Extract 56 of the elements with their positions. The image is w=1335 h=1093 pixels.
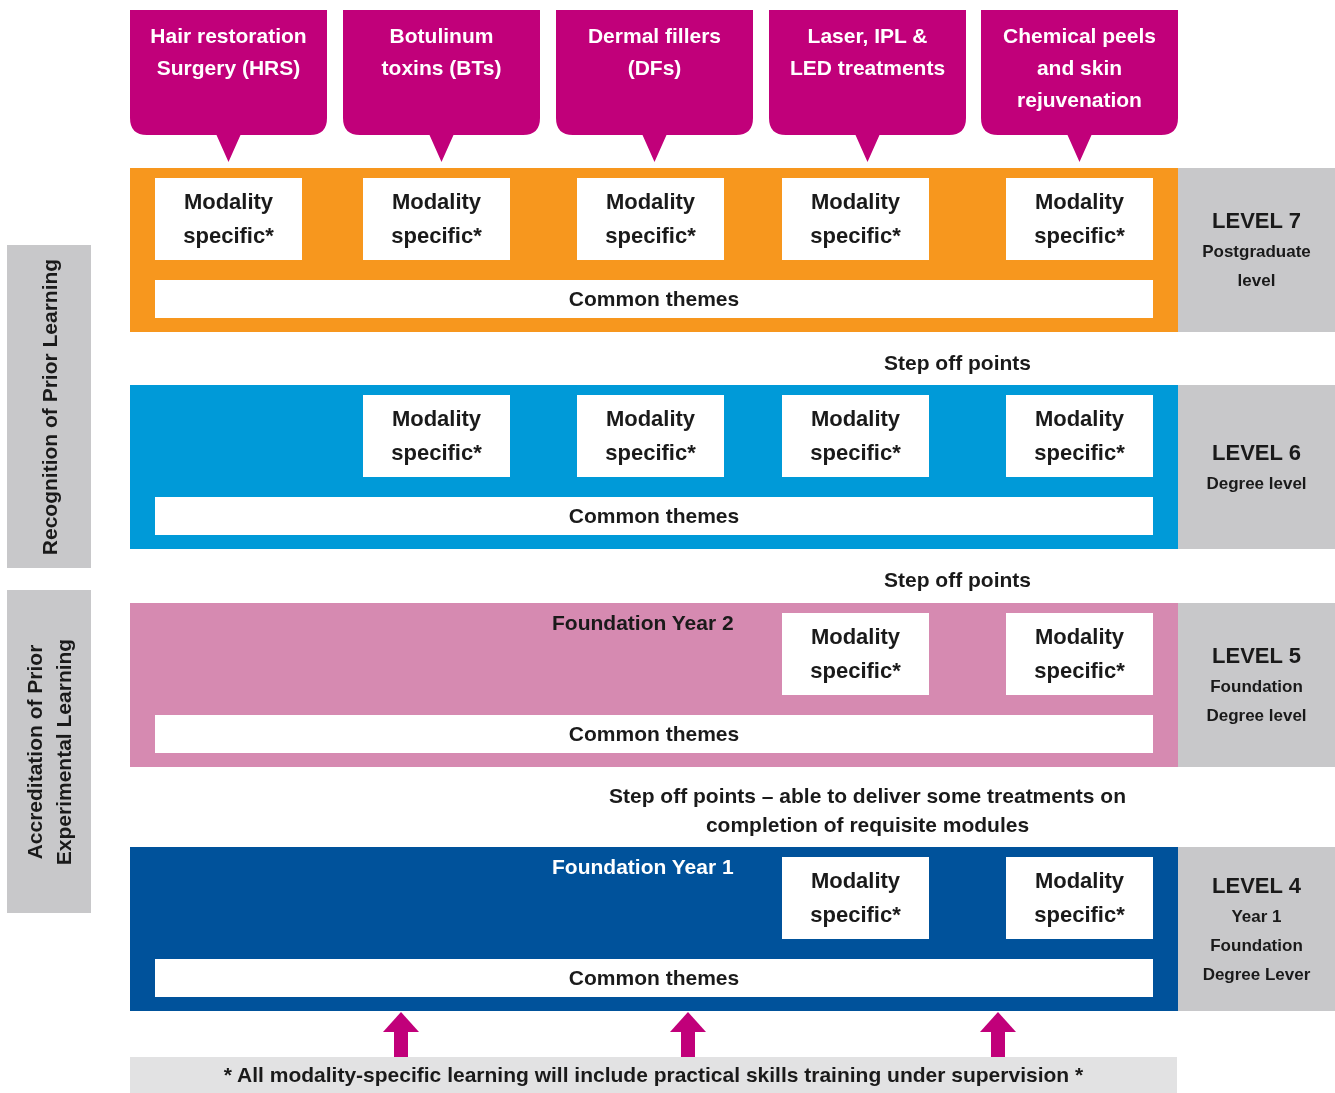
step-off-note: Step off points – able to deliver some treatments on completion of requisite modules bbox=[608, 783, 1127, 838]
node-label: Hair restoration Surgery (HRS) bbox=[150, 23, 307, 81]
level-title: LEVEL 6 bbox=[1212, 438, 1301, 467]
band-title: Foundation Year 2 bbox=[552, 611, 734, 635]
module-box: Modality specific* bbox=[782, 395, 929, 477]
side-band bbox=[7, 590, 91, 913]
common-themes-bar: Common themes bbox=[155, 959, 1153, 997]
level-description: Degree level bbox=[1205, 472, 1308, 495]
common-themes-bar: Common themes bbox=[155, 715, 1153, 753]
level-title: LEVEL 7 bbox=[1212, 207, 1301, 235]
step-off-note: Step off points bbox=[883, 350, 1032, 376]
treatment-callout bbox=[556, 10, 753, 162]
footnote-bar: * All modality-specific learning will include practical skills training under supervision * bbox=[130, 1057, 1177, 1093]
module-box: Modality specific* bbox=[577, 395, 724, 477]
common-themes-bar: Common themes bbox=[155, 497, 1153, 535]
step-off-note: Step off points bbox=[883, 567, 1032, 593]
module-box: Modality specific* bbox=[782, 178, 929, 260]
module-box: Modality specific* bbox=[363, 395, 510, 477]
treatment-callout bbox=[981, 10, 1178, 162]
module-box: Modality specific* bbox=[782, 857, 929, 939]
block-arrow bbox=[670, 1012, 706, 1057]
treatment-callout bbox=[769, 10, 966, 162]
node-label: Laser, IPL & LED treatments bbox=[789, 23, 946, 81]
common-themes-bar: Common themes bbox=[155, 280, 1153, 318]
module-box: Modality specific* bbox=[782, 613, 929, 695]
side-band bbox=[7, 245, 91, 568]
node-label: Dermal fillers (DFs) bbox=[586, 23, 723, 81]
module-box: Modality specific* bbox=[577, 178, 724, 260]
module-box: Modality specific* bbox=[1006, 395, 1153, 477]
level-description: Postgraduate level bbox=[1201, 241, 1312, 292]
treatment-callout bbox=[343, 10, 540, 162]
module-box: Modality specific* bbox=[1006, 613, 1153, 695]
node-label: Botulinum toxins (BTs) bbox=[380, 23, 503, 81]
block-arrow bbox=[980, 1012, 1016, 1057]
module-box: Modality specific* bbox=[363, 178, 510, 260]
module-box: Modality specific* bbox=[1006, 857, 1153, 939]
node-label: Recognition of Prior Learning bbox=[36, 257, 62, 557]
level-band bbox=[130, 168, 1178, 332]
level-title: LEVEL 5 bbox=[1212, 642, 1301, 670]
level-box bbox=[1178, 847, 1335, 1011]
level-title: LEVEL 4 bbox=[1212, 871, 1301, 900]
node-label: Accreditation of Prior Experimental Learning bbox=[22, 637, 76, 867]
level-band bbox=[130, 847, 1178, 1011]
module-box: Modality specific* bbox=[155, 178, 302, 260]
level-band bbox=[130, 603, 1178, 767]
block-arrow bbox=[383, 1012, 419, 1057]
module-box: Modality specific* bbox=[1006, 178, 1153, 260]
level-description: Year 1 Foundation Degree Lever bbox=[1201, 905, 1312, 986]
level-description: Foundation Degree level bbox=[1205, 676, 1308, 727]
level-box bbox=[1178, 385, 1335, 549]
level-band bbox=[130, 385, 1178, 549]
treatment-callout bbox=[130, 10, 327, 162]
level-box bbox=[1178, 603, 1335, 767]
node-label: Chemical peels and skin rejuvenation bbox=[1002, 23, 1157, 113]
band-title: Foundation Year 1 bbox=[552, 855, 734, 879]
level-box bbox=[1178, 168, 1335, 332]
